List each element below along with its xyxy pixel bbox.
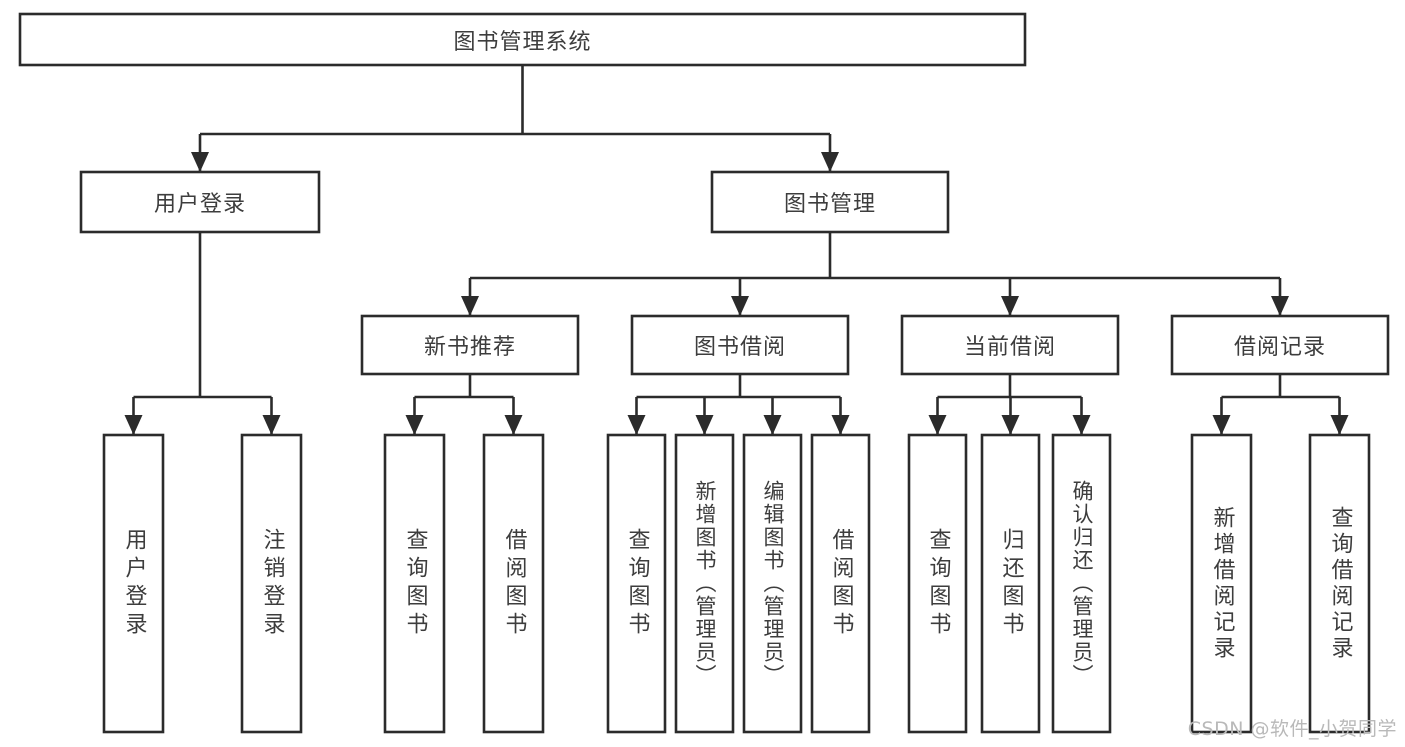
arrow-head-icon-book-borrow [731,296,749,316]
arrow-head-icon-current-borrow [1001,296,1019,316]
arrow-head-icon-borrow-record [1271,296,1289,316]
node-box-leaf-return-book[interactable] [980,433,1041,734]
node-box-leaf-borrow-book[interactable] [810,433,871,734]
node-box-leaf-query-book-current[interactable] [907,433,968,734]
arrow-head-icon-leaf-borrow-book-rec [504,415,523,435]
arrow-head-icon-leaf-query-book-borrow [627,415,646,435]
arrow-head-icon-new-book-rec [461,296,479,316]
arrow-head-icon-leaf-logout [262,415,281,435]
arrow-head-icon-leaf-query-borrow-record [1330,415,1349,435]
node-box-root[interactable] [18,12,1027,67]
node-box-borrow-record[interactable] [1170,314,1390,376]
arrow-head-icon-book-manage [821,152,839,172]
node-box-leaf-user-login[interactable] [102,433,165,734]
arrow-head-icon-leaf-query-book-rec [405,415,424,435]
node-box-leaf-confirm-return-admin[interactable] [1051,433,1112,734]
node-box-current-borrow[interactable] [900,314,1120,376]
node-box-leaf-query-book-rec[interactable] [383,433,446,734]
node-box-new-book-rec[interactable] [360,314,580,376]
arrow-head-icon-leaf-add-borrow-record [1212,415,1231,435]
node-box-book-manage[interactable] [710,170,950,234]
arrow-head-icon-leaf-query-book-current [928,415,947,435]
arrow-head-icon-leaf-edit-book-admin [763,415,782,435]
node-layer [18,12,1390,734]
arrow-head-icon-leaf-user-login [124,415,143,435]
node-box-leaf-add-book-admin[interactable] [674,433,735,734]
arrow-head-icon-leaf-add-book-admin [695,415,714,435]
node-box-leaf-edit-book-admin[interactable] [742,433,803,734]
node-box-leaf-query-book-borrow[interactable] [606,433,667,734]
arrow-head-icon-user-login [191,152,209,172]
node-box-leaf-add-borrow-record[interactable] [1190,433,1253,734]
node-box-leaf-query-borrow-record[interactable] [1308,433,1371,734]
arrow-head-icon-leaf-borrow-book [831,415,850,435]
node-box-leaf-borrow-book-rec[interactable] [482,433,545,734]
node-box-book-borrow[interactable] [630,314,850,376]
connector-layer [124,65,1349,435]
node-box-user-login[interactable] [79,170,321,234]
node-box-leaf-logout[interactable] [240,433,303,734]
arrow-head-icon-leaf-return-book [1001,415,1020,435]
arrow-head-icon-leaf-confirm-return-admin [1072,415,1091,435]
